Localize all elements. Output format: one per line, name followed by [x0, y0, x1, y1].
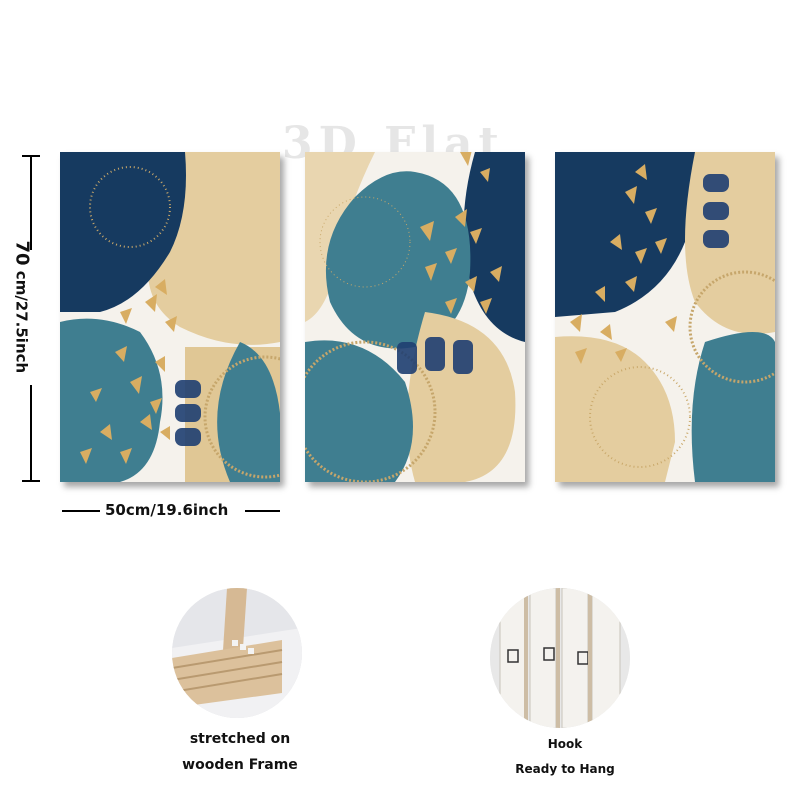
wooden-frame-photo: [172, 588, 302, 718]
canvas-panel-middle: [305, 152, 525, 482]
hook-caption-line2: Ready to Hang: [515, 762, 615, 776]
frame-caption-line2: wooden Frame: [182, 757, 298, 773]
height-unit: cm/27.5inch: [12, 270, 31, 374]
height-dimension-line-top: [30, 155, 32, 250]
width-dimension-line-right: [245, 510, 280, 512]
canvas-panel-left: [60, 152, 280, 482]
width-dimension-line-left: [62, 510, 100, 512]
frame-caption-line1: stretched on: [189, 731, 291, 747]
hook-caption-line1: Hook: [547, 737, 583, 751]
height-dimension-line-bottom: [30, 385, 32, 482]
height-number: 70: [11, 240, 33, 266]
canvas-panel-right: [555, 152, 775, 482]
height-dimension-tick-top: [22, 155, 40, 157]
hook-photo: [490, 588, 630, 728]
height-dimension-tick-bottom: [22, 480, 40, 482]
height-dimension-label: 70 cm/27.5inch: [12, 241, 33, 381]
width-dimension-label: 50cm/19.6inch: [105, 501, 229, 519]
